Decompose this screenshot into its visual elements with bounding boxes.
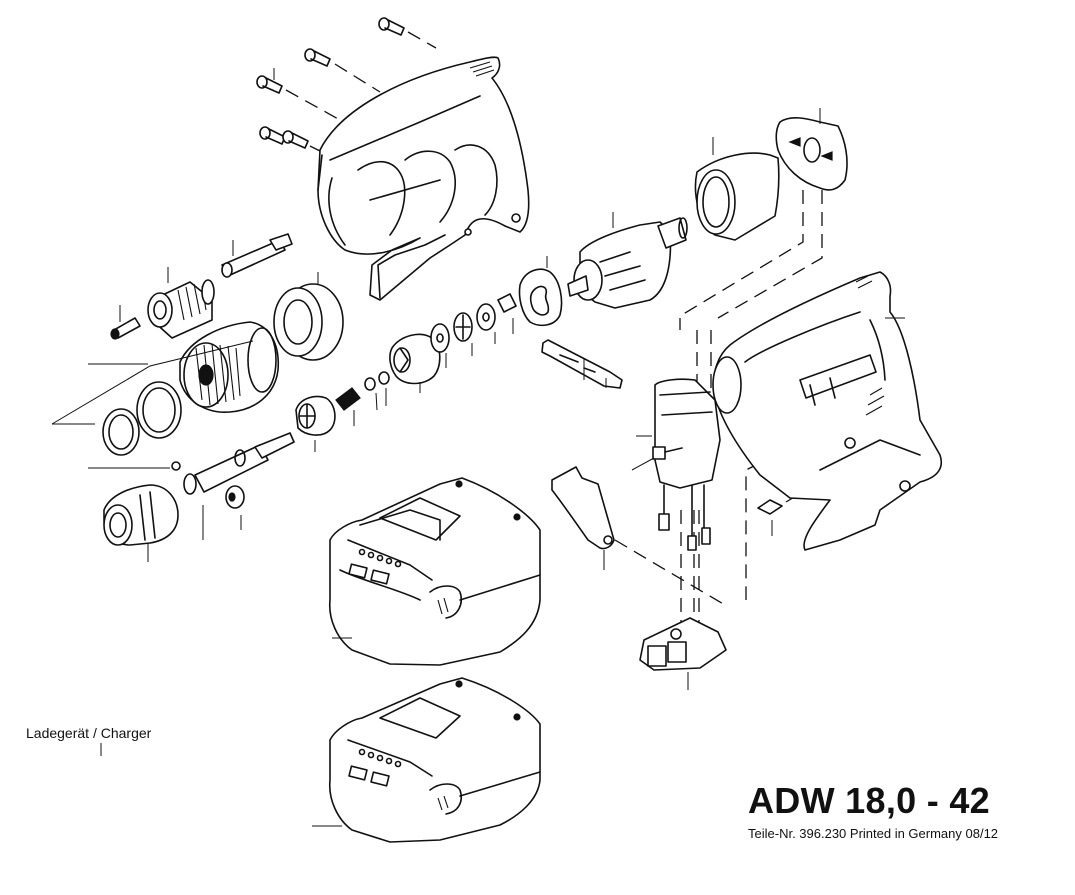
housing-screws — [256, 17, 437, 153]
part-number-footer: Teile-Nr. 396.230 Printed in Germany 08/… — [748, 826, 999, 841]
switch-assembly — [631, 378, 721, 551]
chuck-adapter — [147, 267, 215, 339]
model-title: ADW 18,0 - 42 — [748, 780, 990, 821]
direction-slider — [541, 339, 623, 389]
battery-terminal-block — [639, 617, 727, 690]
retaining-rings — [51, 340, 254, 456]
screw — [378, 17, 437, 49]
trigger — [551, 466, 615, 570]
bit-holder — [221, 233, 293, 278]
small-sleeve — [225, 485, 245, 530]
housing-right — [712, 271, 942, 551]
ball — [88, 461, 181, 471]
bit — [110, 305, 141, 340]
screw — [259, 126, 286, 145]
housing-half-shell — [317, 56, 530, 301]
chuck-sleeve — [179, 321, 280, 413]
battery-pack-small — [312, 677, 541, 843]
battery-pack-large — [328, 477, 541, 666]
small-washers — [364, 371, 390, 411]
motor-armature — [567, 212, 688, 309]
rating-label — [757, 495, 797, 536]
screw — [304, 48, 381, 93]
screw — [282, 130, 323, 153]
depth-stop-nose — [103, 484, 179, 562]
charger-label: Ladegerät / Charger — [26, 725, 152, 741]
brush-holder-plate — [775, 108, 848, 191]
screw — [256, 75, 341, 121]
rubber-ring — [273, 272, 344, 361]
spindle — [183, 432, 295, 540]
spring — [335, 387, 361, 426]
motor-magnet-sleeve — [694, 137, 780, 241]
gear-carrier — [389, 333, 441, 393]
bearing-plate — [518, 256, 563, 327]
clutch — [295, 395, 336, 452]
washers-and-spacer — [430, 293, 517, 368]
